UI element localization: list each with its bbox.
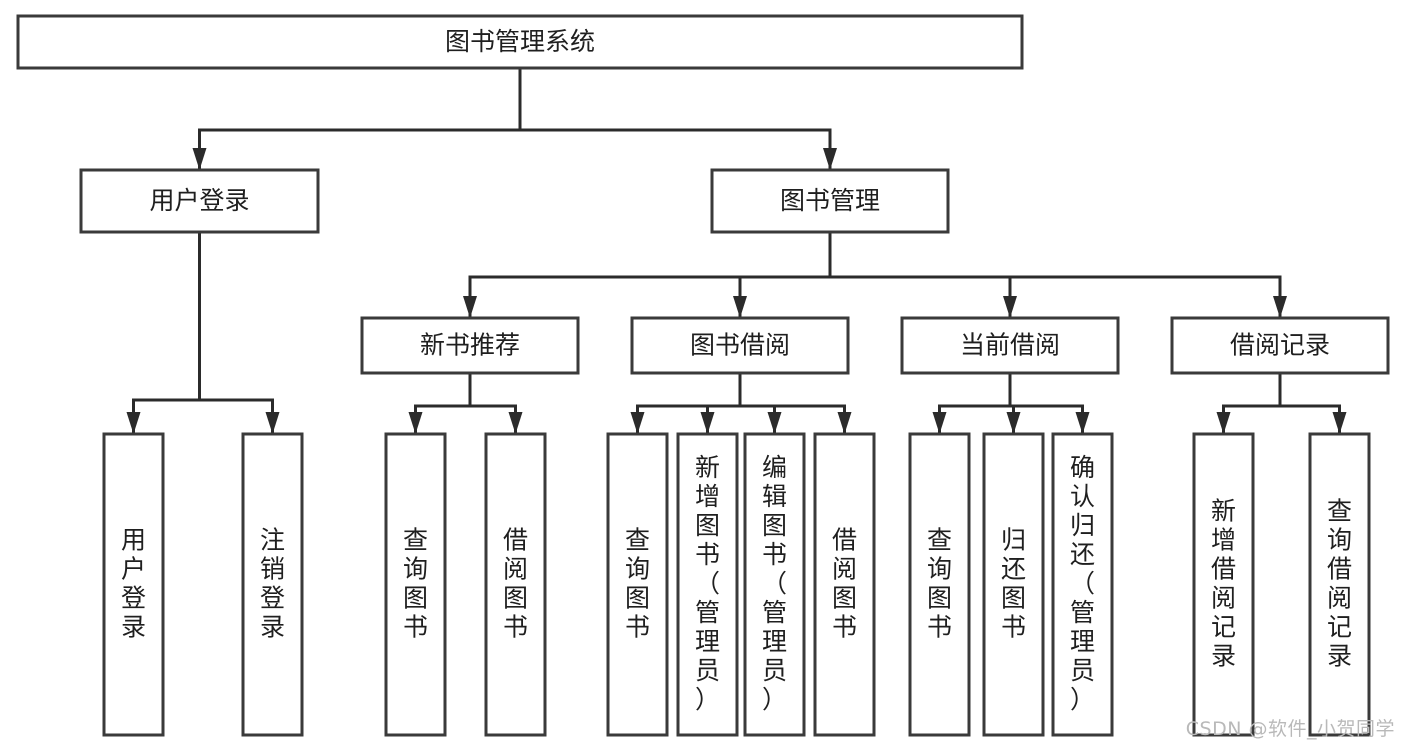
connector-book-manage-to-level3	[463, 230, 1287, 319]
arrow-head-icon	[1075, 412, 1090, 434]
node-label-leaf-borrow-book-new: 借阅图书	[503, 526, 528, 642]
node-label-leaf-add-borrow-record: 新增借阅记录	[1211, 497, 1236, 671]
node-box-leaf-borrow-book[interactable]	[813, 432, 876, 737]
node-leaf-query-book-current[interactable]: 查询图书	[908, 432, 971, 737]
node-label-leaf-query-book-new: 查询图书	[403, 526, 428, 642]
connector-new-book-to-leaves	[408, 371, 523, 435]
node-box-book-borrow[interactable]	[630, 316, 850, 375]
node-label-current-borrow: 当前借阅	[960, 331, 1060, 360]
arrow-head-icon	[837, 412, 852, 434]
node-label-leaf-add-book-admin: 新增图书（管理员）	[695, 453, 720, 714]
node-layer: 图书管理系统用户登录图书管理新书推荐图书借阅当前借阅借阅记录用户登录注销登录查询…	[16, 14, 1390, 737]
arrow-head-icon	[408, 412, 423, 434]
node-label-root: 图书管理系统	[445, 27, 595, 56]
node-box-leaf-confirm-return-admin[interactable]	[1051, 432, 1114, 737]
connector-user-login-to-leaves	[126, 230, 280, 435]
arrow-head-icon	[733, 296, 747, 318]
csdn-watermark: CSDN @软件_小贺同学	[1185, 718, 1395, 740]
node-box-leaf-edit-book-admin[interactable]	[743, 432, 806, 737]
connector-book-borrow-to-leaves	[630, 371, 852, 435]
node-leaf-add-book-admin[interactable]: 新增图书（管理员）	[676, 432, 739, 737]
node-box-leaf-query-borrow-record[interactable]	[1308, 432, 1371, 737]
node-label-leaf-query-borrow-record: 查询借阅记录	[1327, 497, 1352, 671]
node-user-login[interactable]: 用户登录	[79, 168, 320, 234]
node-label-user-login: 用户登录	[149, 186, 249, 215]
node-borrow-record[interactable]: 借阅记录	[1170, 316, 1390, 375]
node-label-leaf-confirm-return-admin: 确认归还（管理员）	[1070, 453, 1095, 714]
node-root[interactable]: 图书管理系统	[16, 14, 1024, 70]
node-leaf-edit-book-admin[interactable]: 编辑图书（管理员）	[743, 432, 806, 737]
connector-root-to-level2	[192, 66, 837, 171]
node-leaf-return-book[interactable]: 归还图书	[982, 432, 1045, 737]
node-label-leaf-query-book-borrow: 查询图书	[625, 526, 650, 642]
node-box-leaf-query-book-borrow[interactable]	[606, 432, 669, 737]
node-leaf-query-book-new[interactable]: 查询图书	[384, 432, 447, 737]
node-box-leaf-add-borrow-record[interactable]	[1192, 432, 1255, 737]
arrow-head-icon	[1216, 412, 1231, 434]
node-box-leaf-add-book-admin[interactable]	[676, 432, 739, 737]
node-label-borrow-record: 借阅记录	[1230, 331, 1330, 360]
node-box-borrow-record[interactable]	[1170, 316, 1390, 375]
arrow-head-icon	[700, 412, 715, 434]
node-label-leaf-edit-book-admin: 编辑图书（管理员）	[762, 453, 787, 714]
arrow-head-icon	[192, 148, 207, 170]
connector-layer	[126, 66, 1347, 435]
node-box-leaf-user-login[interactable]	[102, 432, 165, 737]
arrow-head-icon	[508, 412, 523, 434]
connector-current-borrow-to-leaves	[932, 371, 1090, 435]
arrow-head-icon	[265, 412, 280, 434]
node-leaf-user-login[interactable]: 用户登录	[102, 432, 165, 737]
node-book-borrow[interactable]: 图书借阅	[630, 316, 850, 375]
node-box-book-manage[interactable]	[710, 168, 950, 234]
node-leaf-add-borrow-record[interactable]: 新增借阅记录	[1192, 432, 1255, 737]
node-box-root[interactable]	[16, 14, 1024, 70]
arrow-head-icon	[823, 148, 837, 170]
node-leaf-borrow-book[interactable]: 借阅图书	[813, 432, 876, 737]
node-label-book-manage: 图书管理	[780, 186, 880, 215]
node-label-leaf-user-login: 用户登录	[121, 526, 146, 642]
node-box-leaf-borrow-book-new[interactable]	[484, 432, 547, 737]
node-label-leaf-query-book-current: 查询图书	[927, 526, 952, 642]
node-book-manage[interactable]: 图书管理	[710, 168, 950, 234]
node-leaf-query-borrow-record[interactable]: 查询借阅记录	[1308, 432, 1371, 737]
node-box-user-login[interactable]	[79, 168, 320, 234]
node-leaf-borrow-book-new[interactable]: 借阅图书	[484, 432, 547, 737]
node-label-leaf-borrow-book: 借阅图书	[832, 526, 857, 642]
connector-borrow-record-to-leaves	[1216, 371, 1347, 435]
node-current-borrow[interactable]: 当前借阅	[900, 316, 1120, 375]
node-box-leaf-query-book-new[interactable]	[384, 432, 447, 737]
node-box-leaf-query-book-current[interactable]	[908, 432, 971, 737]
node-label-book-borrow: 图书借阅	[690, 331, 790, 360]
arrow-head-icon	[630, 412, 645, 434]
node-label-leaf-user-logout: 注销登录	[260, 526, 285, 642]
node-new-book-recommend[interactable]: 新书推荐	[360, 316, 580, 375]
node-label-new-book-recommend: 新书推荐	[420, 331, 520, 360]
arrow-head-icon	[463, 296, 477, 318]
node-leaf-user-logout[interactable]: 注销登录	[241, 432, 304, 737]
arrow-head-icon	[1332, 412, 1347, 434]
arrow-head-icon	[1273, 296, 1287, 318]
node-leaf-query-book-borrow[interactable]: 查询图书	[606, 432, 669, 737]
node-box-leaf-return-book[interactable]	[982, 432, 1045, 737]
node-box-leaf-user-logout[interactable]	[241, 432, 304, 737]
arrow-head-icon	[1003, 296, 1017, 318]
node-box-current-borrow[interactable]	[900, 316, 1120, 375]
arrow-head-icon	[126, 412, 141, 434]
node-box-new-book-recommend[interactable]	[360, 316, 580, 375]
node-label-leaf-return-book: 归还图书	[1001, 526, 1026, 642]
node-leaf-confirm-return-admin[interactable]: 确认归还（管理员）	[1051, 432, 1114, 737]
arrow-head-icon	[1006, 412, 1021, 434]
arrow-head-icon	[767, 412, 782, 434]
arrow-head-icon	[932, 412, 947, 434]
